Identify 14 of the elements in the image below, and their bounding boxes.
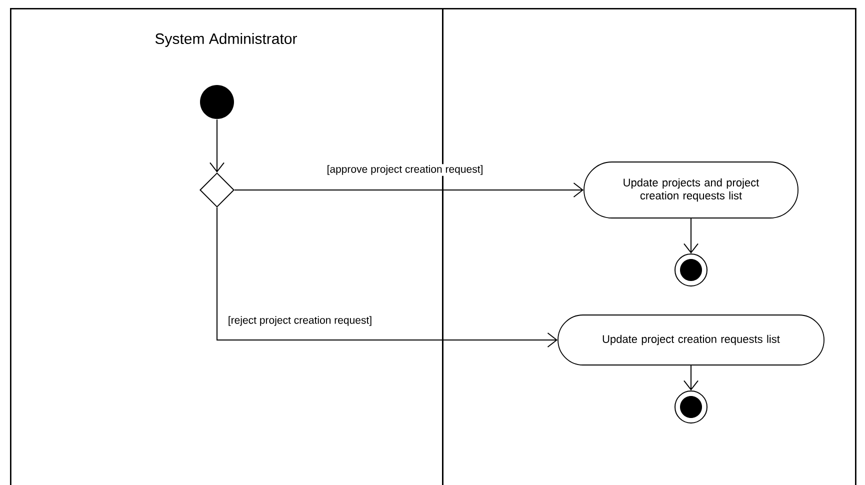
edge-label: [approve project creation request] [326,164,484,176]
edge-label: [reject project creation request] [226,315,374,327]
decision-diamond [200,172,234,208]
arrow [216,207,558,348]
end-node [674,254,708,286]
start-node [200,85,234,119]
swimlane [442,8,856,485]
arrow [684,364,698,390]
end-node [674,390,708,424]
action-node: Update project creation requests list [558,314,824,366]
arrow [684,218,698,254]
arrow [234,182,584,198]
arrow [210,119,224,172]
action-node: Update projects and project creation requests list [584,162,798,218]
